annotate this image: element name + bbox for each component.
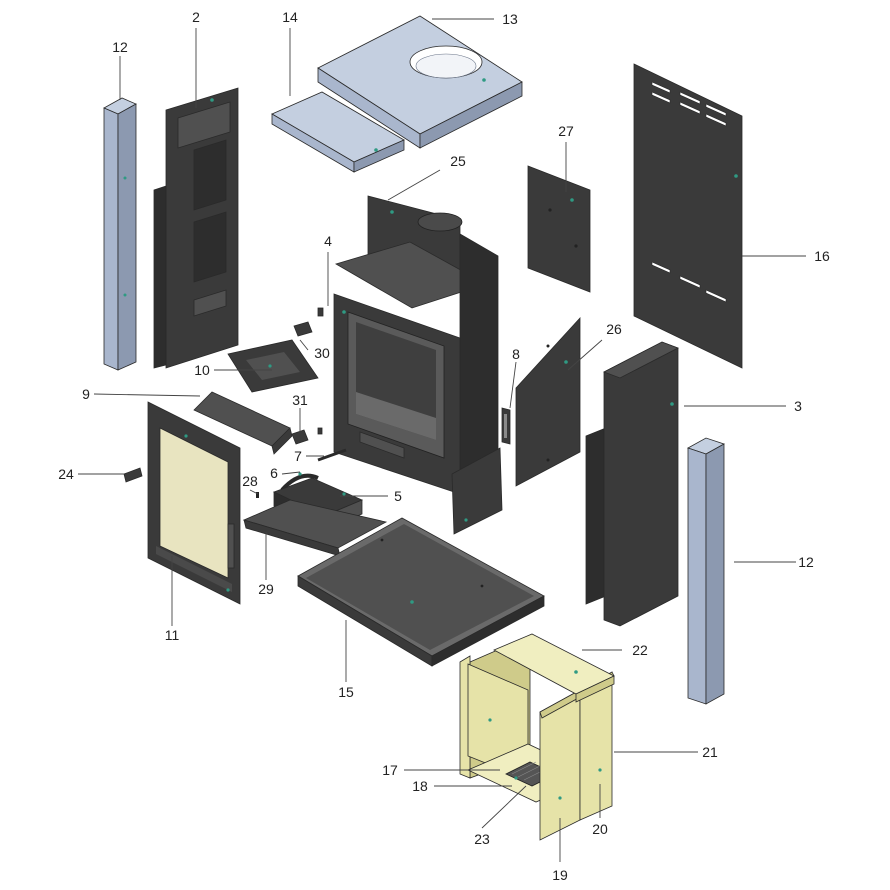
label-part-25: 25	[450, 153, 466, 169]
label-part-5: 5	[394, 488, 402, 504]
label-part-30: 30	[314, 345, 330, 361]
part-30-bracket	[293, 321, 313, 337]
label-part-23: 23	[474, 831, 490, 847]
part-31-latch	[291, 427, 323, 445]
part-14-top-slab	[271, 91, 405, 173]
label-part-27: 27	[558, 123, 574, 139]
label-part-26: 26	[606, 321, 622, 337]
label-part-14: 14	[282, 9, 298, 25]
part-12-left-column	[103, 97, 137, 371]
label-part-15: 15	[338, 684, 354, 700]
label-part-8: 8	[512, 346, 520, 362]
part-10-grate-tray	[227, 339, 319, 393]
part-15-hearth-plate	[297, 517, 545, 667]
part-16-rear-panel	[633, 63, 743, 369]
label-part-7: 7	[294, 448, 302, 464]
part-27-back-panel	[527, 165, 591, 293]
part-13-top-plate	[317, 15, 523, 149]
part-28-screw	[256, 492, 259, 498]
label-part-16: 16	[814, 248, 830, 264]
label-part-2: 2	[192, 9, 200, 25]
part-11-door	[147, 401, 241, 605]
label-part-12-right: 12	[798, 554, 814, 570]
label-part-4: 4	[324, 233, 332, 249]
part-6-handle	[280, 472, 319, 492]
part-3-right-panel	[585, 341, 679, 627]
part-24-clip	[123, 467, 143, 483]
firebrick-set-box	[459, 633, 615, 841]
label-part-28: 28	[242, 473, 258, 489]
label-part-13: 13	[502, 11, 518, 27]
stove-body-firebox	[333, 195, 499, 495]
label-part-6: 6	[270, 465, 278, 481]
label-part-10: 10	[194, 362, 210, 378]
label-part-20: 20	[592, 821, 608, 837]
part-labels: 2 12 14 13 25 27 16 4 30 10 9 31 8 26 3 …	[58, 9, 830, 883]
part-8-slot-bracket	[501, 407, 511, 445]
label-part-29: 29	[258, 581, 274, 597]
label-part-17: 17	[382, 762, 398, 778]
label-part-11: 11	[165, 627, 180, 643]
part-26-side-panel	[515, 316, 581, 487]
part-2-left-side-panel	[153, 87, 239, 369]
label-part-3: 3	[794, 398, 802, 414]
label-part-21: 21	[702, 744, 718, 760]
label-part-12-left: 12	[112, 39, 128, 55]
part-12-right-column	[687, 437, 725, 705]
label-part-9: 9	[82, 386, 90, 402]
part-7-handle-rod	[317, 448, 347, 462]
part-9-deflector	[193, 391, 293, 455]
stove-lower-plate	[451, 447, 503, 535]
leader-lines	[78, 18, 806, 862]
label-part-31: 31	[292, 392, 308, 408]
label-part-18: 18	[412, 778, 428, 794]
label-part-24: 24	[58, 466, 74, 482]
label-part-22: 22	[632, 642, 648, 658]
label-part-19: 19	[552, 867, 568, 883]
part-4-pin	[317, 307, 324, 317]
